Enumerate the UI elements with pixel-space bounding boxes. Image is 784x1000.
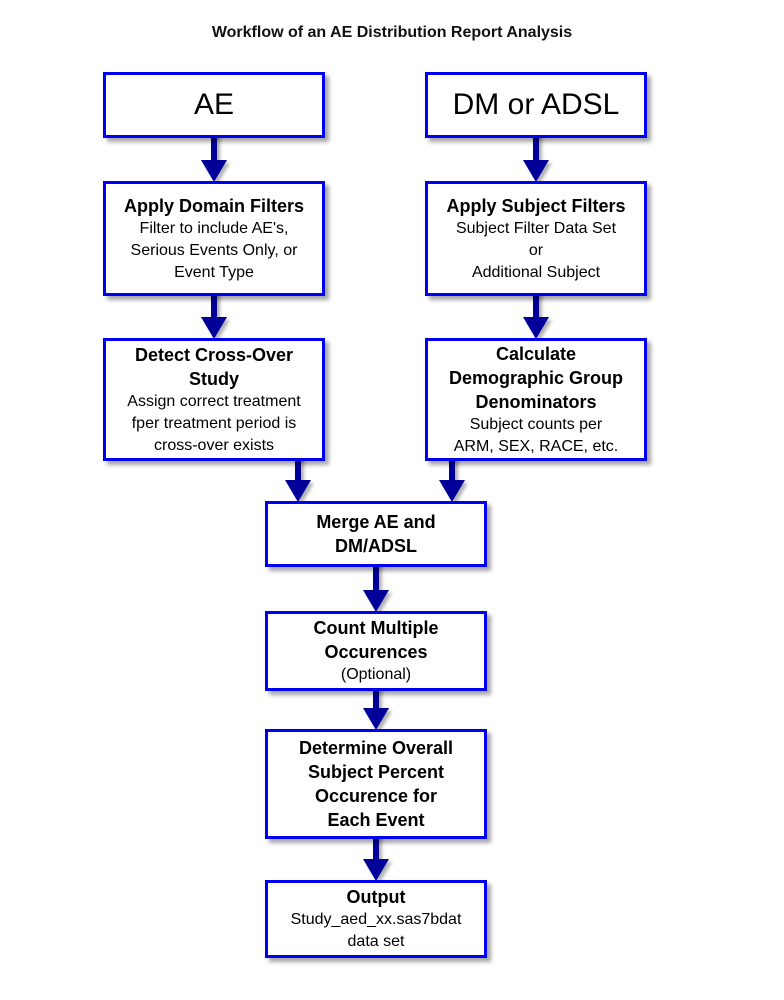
node-heading: Each Event: [327, 810, 425, 830]
connector-arrow: [201, 290, 227, 339]
connector-arrow: [439, 455, 465, 502]
diagram-title: Workflow of an AE Distribution Report An…: [211, 24, 573, 41]
node-heading: Output: [346, 887, 406, 907]
arrowhead-icon: [363, 590, 389, 612]
node-heading: Determine Overall: [298, 738, 454, 758]
node-calculate-denominators: Calculate Demographic Group Denominators…: [425, 338, 647, 461]
node-overall-percent-occurence: Determine Overall Subject Percent Occure…: [265, 729, 487, 839]
node-text-line: Serious Events Only, or: [130, 241, 298, 259]
node-detect-cross-over-study: Detect Cross-Over Study Assign correct t…: [103, 338, 325, 461]
node-merge-ae-dm: Merge AE and DM/ADSL: [265, 501, 487, 567]
node-text-line: Event Type: [174, 263, 254, 281]
node-dm-label: DM or ADSL: [452, 88, 620, 121]
connector-arrow: [363, 561, 389, 612]
connector-arrow: [523, 290, 549, 339]
node-text-line: ARM, SEX, RACE, etc.: [453, 437, 619, 455]
node-heading: Subject Percent: [307, 762, 445, 782]
node-heading: Count Multiple: [313, 618, 439, 638]
connector-arrow: [285, 455, 311, 502]
connector-arrow: [523, 132, 549, 182]
node-text-line: Additional Subject: [471, 263, 601, 281]
arrowhead-icon: [201, 160, 227, 182]
node-heading: Calculate: [495, 343, 577, 364]
arrowhead-icon: [285, 480, 311, 502]
node-text-line: Subject counts per: [469, 415, 603, 433]
node-heading: Apply Domain Filters: [123, 195, 305, 216]
node-count-multiple-occurences: Count Multiple Occurences (Optional): [265, 611, 487, 691]
arrowhead-icon: [201, 317, 227, 339]
node-apply-domain-filters: Apply Domain Filters Filter to include A…: [103, 181, 325, 296]
node-dm-or-adsl: DM or ADSL: [425, 72, 647, 138]
node-text-line: Study_aed_xx.sas7bdat: [290, 911, 462, 928]
node-heading: Demographic Group: [448, 367, 623, 388]
connector-arrow: [201, 132, 227, 182]
node-ae: AE: [103, 72, 325, 138]
node-heading: Detect Cross-Over: [134, 344, 294, 365]
arrowhead-icon: [363, 708, 389, 730]
node-heading: Study: [188, 368, 239, 389]
node-heading: Apply Subject Filters: [446, 195, 626, 216]
node-output: Output Study_aed_xx.sas7bdat data set: [265, 880, 487, 958]
arrowhead-icon: [523, 160, 549, 182]
node-text-line: Assign correct treatment: [127, 392, 301, 410]
node-heading: Occurences: [324, 642, 428, 662]
node-text-line: Subject Filter Data Set: [455, 219, 617, 237]
node-text-line: (Optional): [340, 666, 412, 683]
node-heading: Denominators: [475, 391, 597, 412]
node-text-line: cross-over exists: [153, 436, 275, 454]
node-text-line: Filter to include AE's,: [139, 219, 289, 237]
connector-arrow: [363, 833, 389, 881]
node-text-line: fper treatment period is: [131, 414, 297, 432]
node-text-line: data set: [347, 933, 405, 950]
connector-arrow: [363, 685, 389, 730]
node-apply-subject-filters: Apply Subject Filters Subject Filter Dat…: [425, 181, 647, 296]
arrowhead-icon: [523, 317, 549, 339]
arrowhead-icon: [363, 859, 389, 881]
node-heading: Occurence for: [314, 786, 438, 806]
node-heading: DM/ADSL: [335, 536, 417, 556]
node-text-line: or: [528, 241, 544, 259]
node-heading: Merge AE and: [316, 512, 436, 532]
node-ae-label: AE: [193, 88, 235, 121]
arrowhead-icon: [439, 480, 465, 502]
